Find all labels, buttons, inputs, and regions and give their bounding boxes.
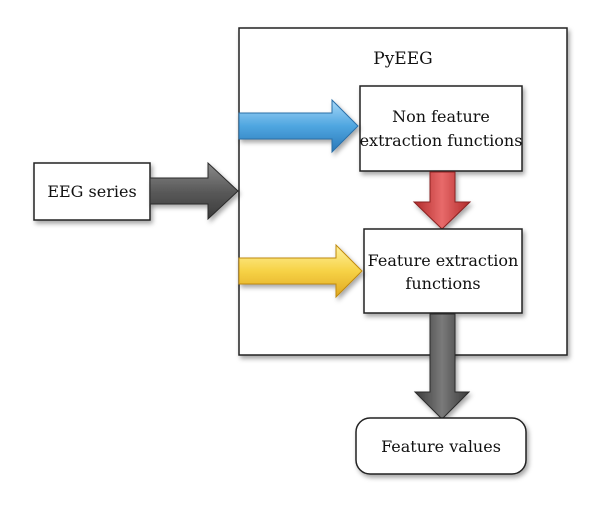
eeg-series-box bbox=[33, 162, 151, 221]
feature-values-box bbox=[355, 417, 527, 475]
feature-values-label: Feature values bbox=[381, 437, 501, 456]
red-arrow bbox=[412, 171, 472, 230]
eeg-series-label: EEG series bbox=[47, 182, 136, 201]
non-feature-label-line1: Non feature bbox=[392, 107, 490, 126]
non-feature-extraction-box bbox=[359, 85, 523, 172]
non-feature-label-line2: extraction functions bbox=[360, 131, 523, 150]
feature-extraction-label-line2: functions bbox=[405, 274, 480, 293]
yellow-arrow bbox=[238, 243, 363, 299]
blue-arrow bbox=[238, 98, 359, 154]
feature-extraction-box bbox=[363, 228, 523, 314]
gray-arrow-output bbox=[413, 313, 471, 420]
container-title: PyEEG bbox=[373, 49, 432, 69]
feature-extraction-label-line1: Feature extraction bbox=[368, 251, 519, 270]
gray-arrow-input bbox=[149, 161, 239, 221]
